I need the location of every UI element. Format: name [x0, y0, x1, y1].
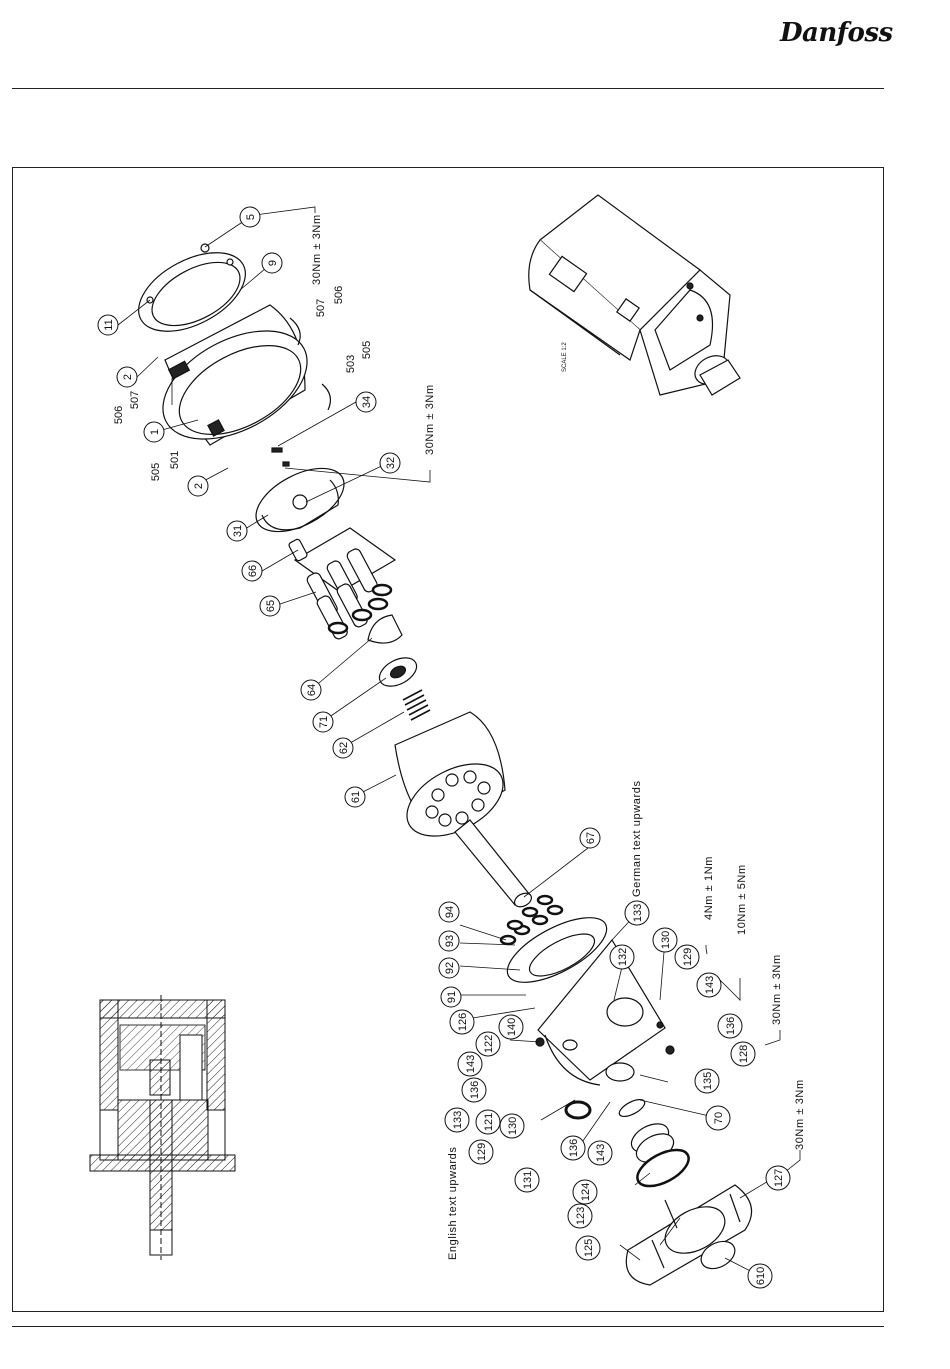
callout-131: 131 [522, 1171, 534, 1189]
callout-128: 128 [738, 1045, 750, 1063]
callout-126: 126 [457, 1013, 469, 1031]
callout-122: 122 [483, 1035, 495, 1053]
callout-133b: 133 [632, 904, 644, 922]
callout-67: 67 [585, 832, 597, 844]
german-orientation-note: German text upwards [631, 780, 643, 897]
callout-bubbles [97, 206, 791, 1289]
torque-note-plug-small: 4Nm ± 1Nm [703, 856, 715, 920]
callout-9: 9 [267, 260, 279, 266]
callout-124: 124 [580, 1183, 592, 1201]
callout-133a: 133 [452, 1111, 464, 1129]
callout-132: 132 [617, 948, 629, 966]
callout-34: 34 [361, 396, 373, 408]
callout-64: 64 [306, 684, 318, 696]
callout-507a: 507 [129, 391, 141, 409]
motor-housing-assembly [138, 243, 332, 467]
callout-31: 31 [232, 525, 244, 537]
callout-65: 65 [265, 600, 277, 612]
callout-130b: 130 [660, 931, 672, 949]
callout-505b: 505 [361, 341, 373, 359]
callout-2b: 2 [193, 483, 205, 489]
callout-503: 503 [345, 355, 357, 373]
callout-143c: 143 [704, 976, 716, 994]
callout-129a: 129 [476, 1143, 488, 1161]
callout-140: 140 [506, 1018, 518, 1036]
callout-93: 93 [444, 935, 456, 947]
callout-506b: 506 [333, 286, 345, 304]
assembled-motor-view [528, 194, 741, 396]
drawing-frame [12, 167, 884, 1312]
callout-129b: 129 [682, 948, 694, 966]
torque-note-plug: 10Nm ± 5Nm [736, 864, 748, 935]
danfoss-logo: Danfoss [780, 18, 893, 58]
callout-127: 127 [773, 1169, 785, 1187]
callout-501: 501 [169, 451, 181, 469]
shaft-seal-flange [618, 1098, 753, 1286]
torque-note-flange: 30Nm ± 3Nm [794, 1079, 806, 1150]
callout-94: 94 [444, 906, 456, 918]
callout-2a: 2 [122, 374, 134, 380]
torque-note-port: 30Nm ± 3Nm [771, 954, 783, 1025]
torque-note-swash: 30Nm ± 3Nm [424, 384, 436, 455]
callout-11: 11 [103, 319, 115, 330]
callout-136b: 136 [568, 1139, 580, 1157]
callout-136c: 136 [725, 1017, 737, 1035]
callout-506a: 506 [113, 406, 125, 424]
callout-61: 61 [350, 791, 362, 803]
english-orientation-note: English text upwards [447, 1147, 459, 1261]
assembly-notes: 30Nm ± 3Nm 30Nm ± 3Nm 4Nm ± 1Nm 10Nm ± 5… [311, 214, 806, 1260]
torque-note-cover: 30Nm ± 3Nm [311, 214, 323, 285]
scale-label: SCALE 1:2 [562, 342, 568, 372]
brand-wordmark: Danfoss [780, 18, 893, 48]
callout-135: 135 [702, 1072, 714, 1090]
retainer-ball-spring [367, 614, 431, 721]
callout-66: 66 [247, 565, 259, 577]
callout-121: 121 [483, 1113, 495, 1131]
callout-610: 610 [755, 1267, 767, 1285]
callout-505a: 505 [150, 463, 162, 481]
callout-143b: 143 [595, 1144, 607, 1162]
callout-70: 70 [713, 1112, 725, 1124]
callout-1: 1 [149, 429, 161, 435]
callout-92: 92 [444, 962, 456, 974]
sectional-view [89, 995, 236, 1260]
header-divider [12, 88, 884, 89]
callout-5: 5 [245, 214, 257, 220]
callout-130a: 130 [507, 1117, 519, 1135]
leader-lines [117, 206, 801, 1277]
callout-123: 123 [575, 1207, 587, 1225]
callout-136a: 136 [469, 1081, 481, 1099]
callout-507b: 507 [315, 299, 327, 317]
cylinder-block-shaft [394, 711, 533, 908]
callout-32: 32 [385, 457, 397, 469]
callout-91: 91 [446, 991, 458, 1003]
callout-labels: 5 9 11 2 506 507 1 505 501 2 507 506 503… [103, 214, 785, 1285]
swash-plate [255, 467, 345, 533]
callout-71: 71 [318, 716, 330, 728]
valve-plate-seals [499, 894, 608, 983]
callout-125: 125 [583, 1239, 595, 1257]
piston-set [288, 527, 397, 640]
callout-143a: 143 [465, 1055, 477, 1073]
callout-62: 62 [338, 742, 350, 754]
footer-divider [12, 1326, 884, 1327]
